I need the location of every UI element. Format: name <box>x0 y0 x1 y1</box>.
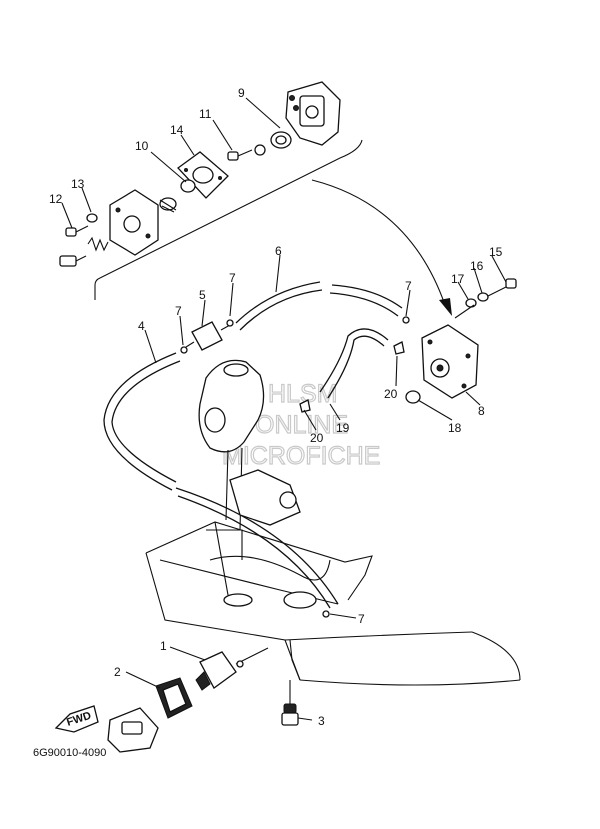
screw-part-11 <box>227 144 266 161</box>
fuel-hose-lower <box>175 487 339 605</box>
callout-6: 6 <box>275 244 282 258</box>
hose-clip-c <box>402 316 410 324</box>
connector-bracket <box>107 707 159 753</box>
fuel-hose-part-6 <box>235 281 321 324</box>
hose-clip-a <box>180 346 188 354</box>
callout-2: 2 <box>114 665 121 679</box>
callout-20-upper: 20 <box>384 387 398 401</box>
fuel-hose-part-6-inner <box>239 289 323 331</box>
washer-part-13 <box>86 213 98 223</box>
fuel-hose-lower-inner <box>177 495 331 609</box>
callout-14: 14 <box>170 123 184 137</box>
callout-10: 10 <box>135 139 149 153</box>
callout-1: 1 <box>160 639 167 653</box>
fuel-filter-part-5 <box>185 321 231 351</box>
leader-lines <box>61 97 507 721</box>
callout-5: 5 <box>199 288 206 302</box>
callout-19: 19 <box>336 421 350 435</box>
watermark-line3: MICROFICHE <box>222 442 380 470</box>
washer-part-16 <box>477 292 489 302</box>
callout-17: 17 <box>451 272 465 286</box>
pump-cover-part-9 <box>285 81 341 146</box>
fuel-hose-s-curve-inner <box>327 335 385 399</box>
callout-16: 16 <box>470 259 484 273</box>
hose-clip-20b <box>299 399 311 413</box>
watermark: HLSM ONLINE MICROFICHE <box>221 379 381 470</box>
detail-pointer-arrow <box>311 179 446 306</box>
pump-body-part-10 <box>109 189 159 256</box>
pump-mount-leader <box>454 304 475 319</box>
arrow-head <box>439 298 452 316</box>
drain-fitting-part-3 <box>281 680 299 726</box>
valve-part-10 <box>159 179 196 213</box>
callout-9: 9 <box>238 86 245 100</box>
callout-7-tank: 7 <box>358 612 365 626</box>
hose-clip-b <box>226 319 234 327</box>
callout-11: 11 <box>199 107 212 121</box>
callout-20-lower: 20 <box>310 431 324 445</box>
callout-15: 15 <box>489 245 503 259</box>
washer-part-17 <box>465 298 477 308</box>
callout-7-filter-left: 7 <box>175 304 182 318</box>
callout-13: 13 <box>71 177 85 191</box>
diaphragm-part-14 <box>177 151 229 199</box>
detail-inset-outline <box>94 139 363 300</box>
fitting-part-12 <box>59 255 87 267</box>
fuel-hose-right-upper-inner <box>329 292 399 317</box>
grommet-part-2 <box>155 677 193 719</box>
hose-clip-20a <box>393 341 405 355</box>
spring-part-10 <box>87 236 109 252</box>
callout-7-filter-right: 7 <box>229 271 236 285</box>
carburetor-sketch <box>198 359 301 560</box>
o-ring-part-18 <box>405 390 421 404</box>
watermark-line2: ONLINE <box>255 411 348 439</box>
hose-clip-d <box>322 610 330 618</box>
fuel-hose-part-4-inner <box>111 360 181 483</box>
fuel-hose-part-4 <box>103 352 177 491</box>
callout-3: 3 <box>318 714 325 728</box>
callout-4: 4 <box>138 319 145 333</box>
callout-18: 18 <box>448 421 462 435</box>
callout-labels: 9 11 14 10 13 12 6 7 5 7 4 7 15 16 17 20… <box>49 86 503 728</box>
diagram-code: 6G90010-4090 <box>33 747 106 759</box>
gasket-ring-part-9 <box>270 131 292 149</box>
fuel-hose-s-curve <box>319 328 389 393</box>
callout-12: 12 <box>49 192 63 206</box>
fuel-hose-right-upper <box>331 284 403 309</box>
screw-part-12 <box>65 225 89 237</box>
bottom-cowling <box>145 521 521 686</box>
forward-direction-badge: FWD <box>54 705 99 733</box>
bolt-part-15 <box>487 278 517 297</box>
fuel-connector-part-1 <box>195 647 269 691</box>
callout-7-pump: 7 <box>405 279 412 293</box>
callout-8: 8 <box>478 404 485 418</box>
fuel-pump-part-8 <box>421 324 479 399</box>
